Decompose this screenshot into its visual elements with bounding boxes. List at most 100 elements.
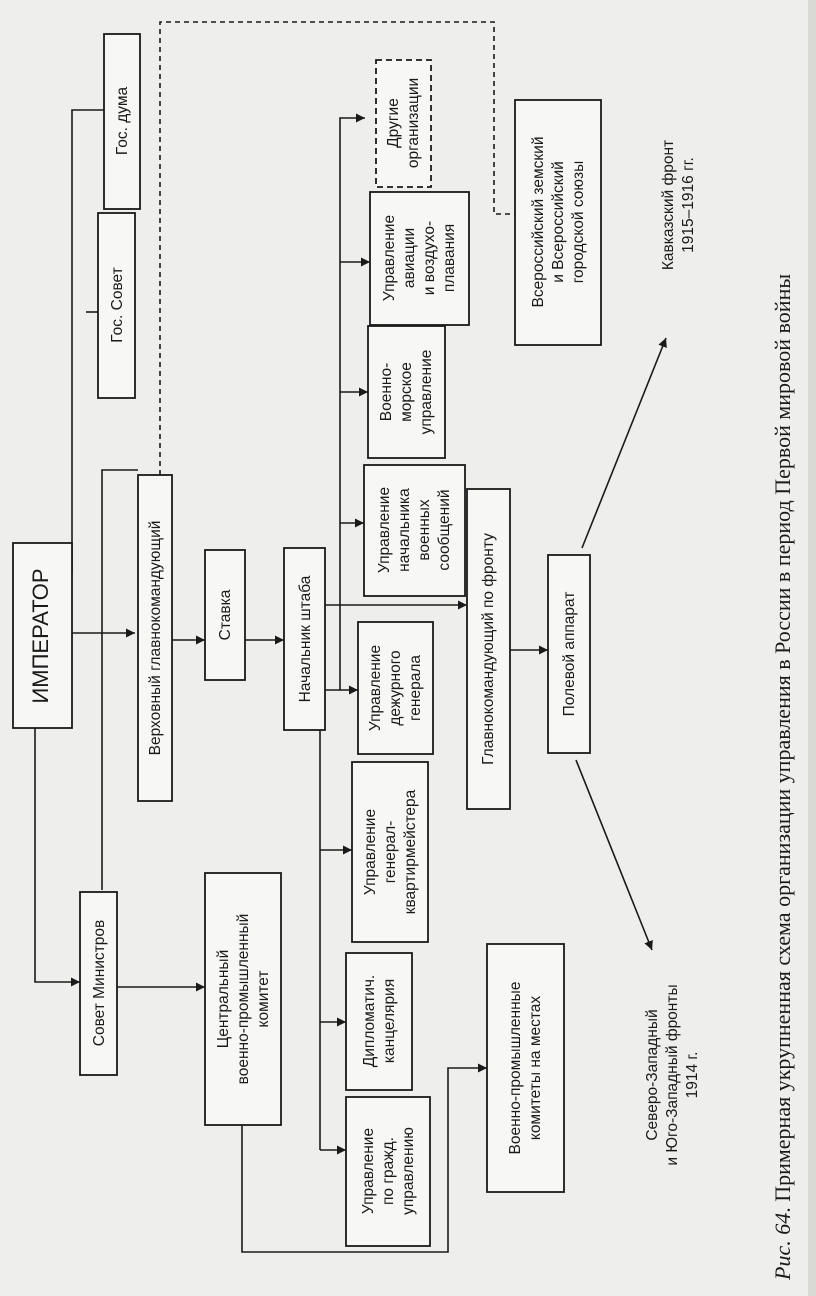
naval-administration-label-line: морское (398, 362, 415, 422)
duty-general-label-line: дежурного (387, 650, 404, 725)
civil-administration-box (345, 1096, 431, 1247)
aviation-administration-label-line: плавания (441, 224, 458, 292)
stavka-label-line: Ставка (217, 589, 234, 640)
council-of-ministers-box (79, 891, 118, 1076)
military-communications-label-line: Управление (376, 487, 393, 573)
link-emperor-duma-council (71, 109, 104, 572)
zemstvo-unions-box (514, 99, 602, 346)
state-duma-label: Гос. дума (114, 87, 131, 156)
quartermaster-general-label-line: Управление (362, 809, 379, 895)
caption-prefix: Рис. 64 (770, 1213, 795, 1281)
figure-caption: Рис. 64. Примерная укрупненная схема орг… (770, 274, 795, 1281)
nw-sw-fronts-label-line: 1914 г. (684, 1052, 701, 1099)
aviation-administration-label-line: и воздухо- (421, 221, 438, 295)
link-cvpk-local (241, 1063, 487, 1253)
field-apparatus-box (547, 554, 591, 754)
state-duma-box (103, 33, 141, 210)
link-emperor-ministers (34, 728, 80, 987)
state-council-label: Гос. Совет (109, 267, 126, 342)
quartermaster-general-box (351, 761, 429, 943)
other-organizations-label-line: Другие (385, 98, 402, 148)
caucasus-front-label-line: Кавказский фронт (660, 140, 677, 270)
supreme-commander-box (137, 474, 173, 802)
duty-general-box (357, 621, 434, 755)
state-council-box (97, 212, 136, 399)
civil-administration-label-line: управлению (400, 1127, 417, 1215)
cvpk-box (204, 872, 282, 1126)
military-comm-box (363, 464, 466, 597)
local-committees-label-line: комитеты на местах (527, 996, 544, 1141)
front-commander-box (466, 488, 511, 810)
field-apparatus-label: Полевой аппарат (561, 592, 578, 717)
stavka-label: Ставка (217, 589, 234, 640)
council-of-ministers-label: Совет Министров (91, 920, 108, 1047)
chief-of-staff-box (283, 547, 326, 731)
other-organizations-box (375, 59, 432, 188)
field-apparatus-label-line: Полевой аппарат (561, 592, 578, 717)
duty-general-label-line: Управление (367, 645, 384, 731)
civil-administration-label-line: Управление (360, 1128, 377, 1214)
link-chief-duty-spine (325, 555, 341, 691)
link-field-caucasus (581, 337, 667, 549)
stavka-box (204, 549, 246, 681)
nw-sw-fronts-label-line: и Юго-Западный фронты (664, 984, 681, 1165)
front-commander-label: Главнокомандующий по фронту (480, 533, 497, 765)
zemstvo-city-unions-label-line: городской союзы (570, 161, 587, 284)
chief-of-staff-label: Начальник штаба (297, 575, 314, 702)
central-military-industrial-committee-label-line: Центральный (215, 950, 232, 1048)
aviation-administration-label-line: авиации (401, 228, 418, 288)
zemstvo-city-unions-label-line: и Всероссийский (550, 161, 567, 283)
naval-administration-label-line: управление (418, 350, 435, 435)
diplomatic-chancellery-label-line: Дипломатич. (361, 975, 378, 1067)
local-committees-label-line: Военно-промышленные (507, 982, 524, 1155)
nw-sw-fronts-label-line: Северо-Западный (644, 1009, 661, 1140)
supreme-commander-label-line: Верховный главнокомандующий (147, 521, 164, 756)
central-military-industrial-committee-label-line: военно-промышленный (235, 914, 252, 1085)
other-organizations-label-line: организации (405, 78, 422, 168)
naval-admin-box (367, 325, 446, 459)
opposite-page-edge (808, 0, 816, 1296)
state-duma-label-line: Гос. дума (114, 87, 131, 156)
link-dashed-zemstvo (159, 21, 515, 475)
front-commander-label-line: Главнокомандующий по фронту (480, 533, 497, 765)
quartermaster-general-label-line: квартирмейстера (402, 789, 419, 914)
state-council-label-line: Гос. Совет (109, 267, 126, 342)
connectors (34, 21, 667, 1253)
caucasus-front-label-line: 1915–1916 гг. (680, 157, 697, 253)
aviation-admin-box (369, 191, 470, 326)
zemstvo-city-unions-label-line: Всероссийский земский (530, 137, 547, 308)
duty-general-label-line: генерала (407, 655, 424, 721)
diplomatic-chancellery-label: Дипломатич.канцелярия (361, 975, 398, 1067)
quartermaster-general-label-line: генерал- (382, 821, 399, 884)
military-communications-label-line: сообщений (436, 489, 453, 570)
caption-text: . Примерная укрупненная схема организаци… (770, 274, 795, 1213)
local-committees-box (486, 943, 565, 1193)
emperor-label: ИМПЕРАТОР (28, 568, 53, 703)
link-chief-spine-up (339, 113, 365, 555)
naval-administration-label-line: Военно- (378, 363, 395, 421)
diplomatic-chancellery-box (345, 952, 413, 1091)
diplomatic-chancellery-label-line: канцелярия (381, 979, 398, 1063)
emperor-box (12, 542, 73, 729)
link-field-nw-sw (575, 759, 653, 951)
military-communications-label-line: начальника (396, 488, 413, 572)
central-military-industrial-committee-label-line: комитет (255, 970, 272, 1027)
military-communications-label-line: военных (416, 499, 433, 561)
boxes (12, 33, 602, 1247)
labels: ИМПЕРАТОР Совет Министров Гос. Совет Гос. д… (28, 78, 701, 1215)
chief-of-staff-label-line: Начальник штаба (297, 575, 314, 702)
aviation-administration-label-line: Управление (381, 215, 398, 301)
civil-administration-label-line: по гражд. (380, 1137, 397, 1205)
